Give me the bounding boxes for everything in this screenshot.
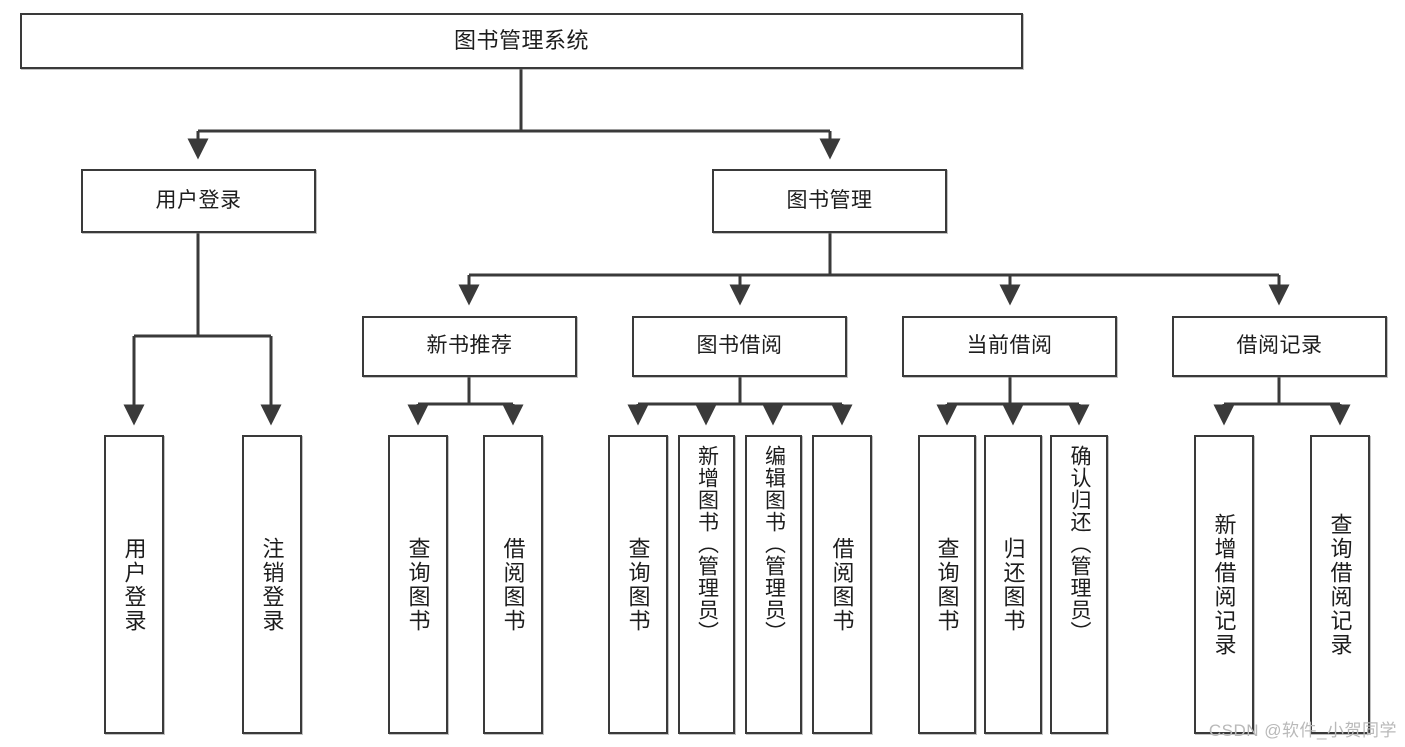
- node-label: 图书管理: [786, 188, 873, 212]
- node-label: 新增借阅记录: [1211, 512, 1237, 657]
- node-user-login[interactable]: 用户登录: [81, 169, 316, 233]
- node-label: 注销登录: [259, 536, 285, 633]
- node-label: 编辑图书（管理员）: [762, 445, 786, 643]
- node-book-management[interactable]: 图书管理: [712, 169, 947, 233]
- leaf-borrow-book[interactable]: 借阅图书: [812, 435, 872, 734]
- node-label: 借阅图书: [500, 536, 526, 633]
- node-label: 新书推荐: [426, 334, 513, 358]
- leaf-borrow-book-new[interactable]: 借阅图书: [483, 435, 543, 734]
- node-label: 查询图书: [405, 536, 431, 633]
- node-borrow-record[interactable]: 借阅记录: [1172, 316, 1387, 377]
- node-root-system[interactable]: 图书管理系统: [20, 13, 1023, 69]
- node-label: 查询图书: [934, 536, 960, 633]
- node-label: 查询图书: [625, 536, 651, 633]
- node-label: 确认归还（管理员）: [1068, 445, 1092, 643]
- leaf-user-login[interactable]: 用户登录: [104, 435, 164, 734]
- leaf-confirm-return-admin[interactable]: 确认归还（管理员）: [1050, 435, 1108, 734]
- leaf-return-book[interactable]: 归还图书: [984, 435, 1042, 734]
- leaf-logout[interactable]: 注销登录: [242, 435, 302, 734]
- watermark-text: CSDN @软件_小贺同学: [1208, 721, 1397, 740]
- node-label: 用户登录: [121, 536, 147, 633]
- node-current-borrow[interactable]: 当前借阅: [902, 316, 1117, 377]
- node-label: 用户登录: [155, 188, 242, 212]
- leaf-edit-book-admin[interactable]: 编辑图书（管理员）: [745, 435, 802, 734]
- node-label: 查询借阅记录: [1327, 512, 1353, 657]
- leaf-add-book-admin[interactable]: 新增图书（管理员）: [678, 435, 735, 734]
- leaf-query-book-current[interactable]: 查询图书: [918, 435, 976, 734]
- node-book-borrow[interactable]: 图书借阅: [632, 316, 847, 377]
- node-label: 借阅图书: [829, 536, 855, 633]
- leaf-add-borrow-record[interactable]: 新增借阅记录: [1194, 435, 1254, 734]
- leaf-query-book-new[interactable]: 查询图书: [388, 435, 448, 734]
- leaf-query-borrow-record[interactable]: 查询借阅记录: [1310, 435, 1370, 734]
- node-label: 归还图书: [1000, 536, 1026, 633]
- node-label: 新增图书（管理员）: [695, 445, 719, 643]
- leaf-query-book-borrow[interactable]: 查询图书: [608, 435, 668, 734]
- node-label: 借阅记录: [1236, 334, 1323, 358]
- node-label: 当前借阅: [966, 334, 1053, 358]
- node-label: 图书管理系统: [453, 28, 589, 54]
- node-new-book-recommend[interactable]: 新书推荐: [362, 316, 577, 377]
- node-label: 图书借阅: [696, 334, 783, 358]
